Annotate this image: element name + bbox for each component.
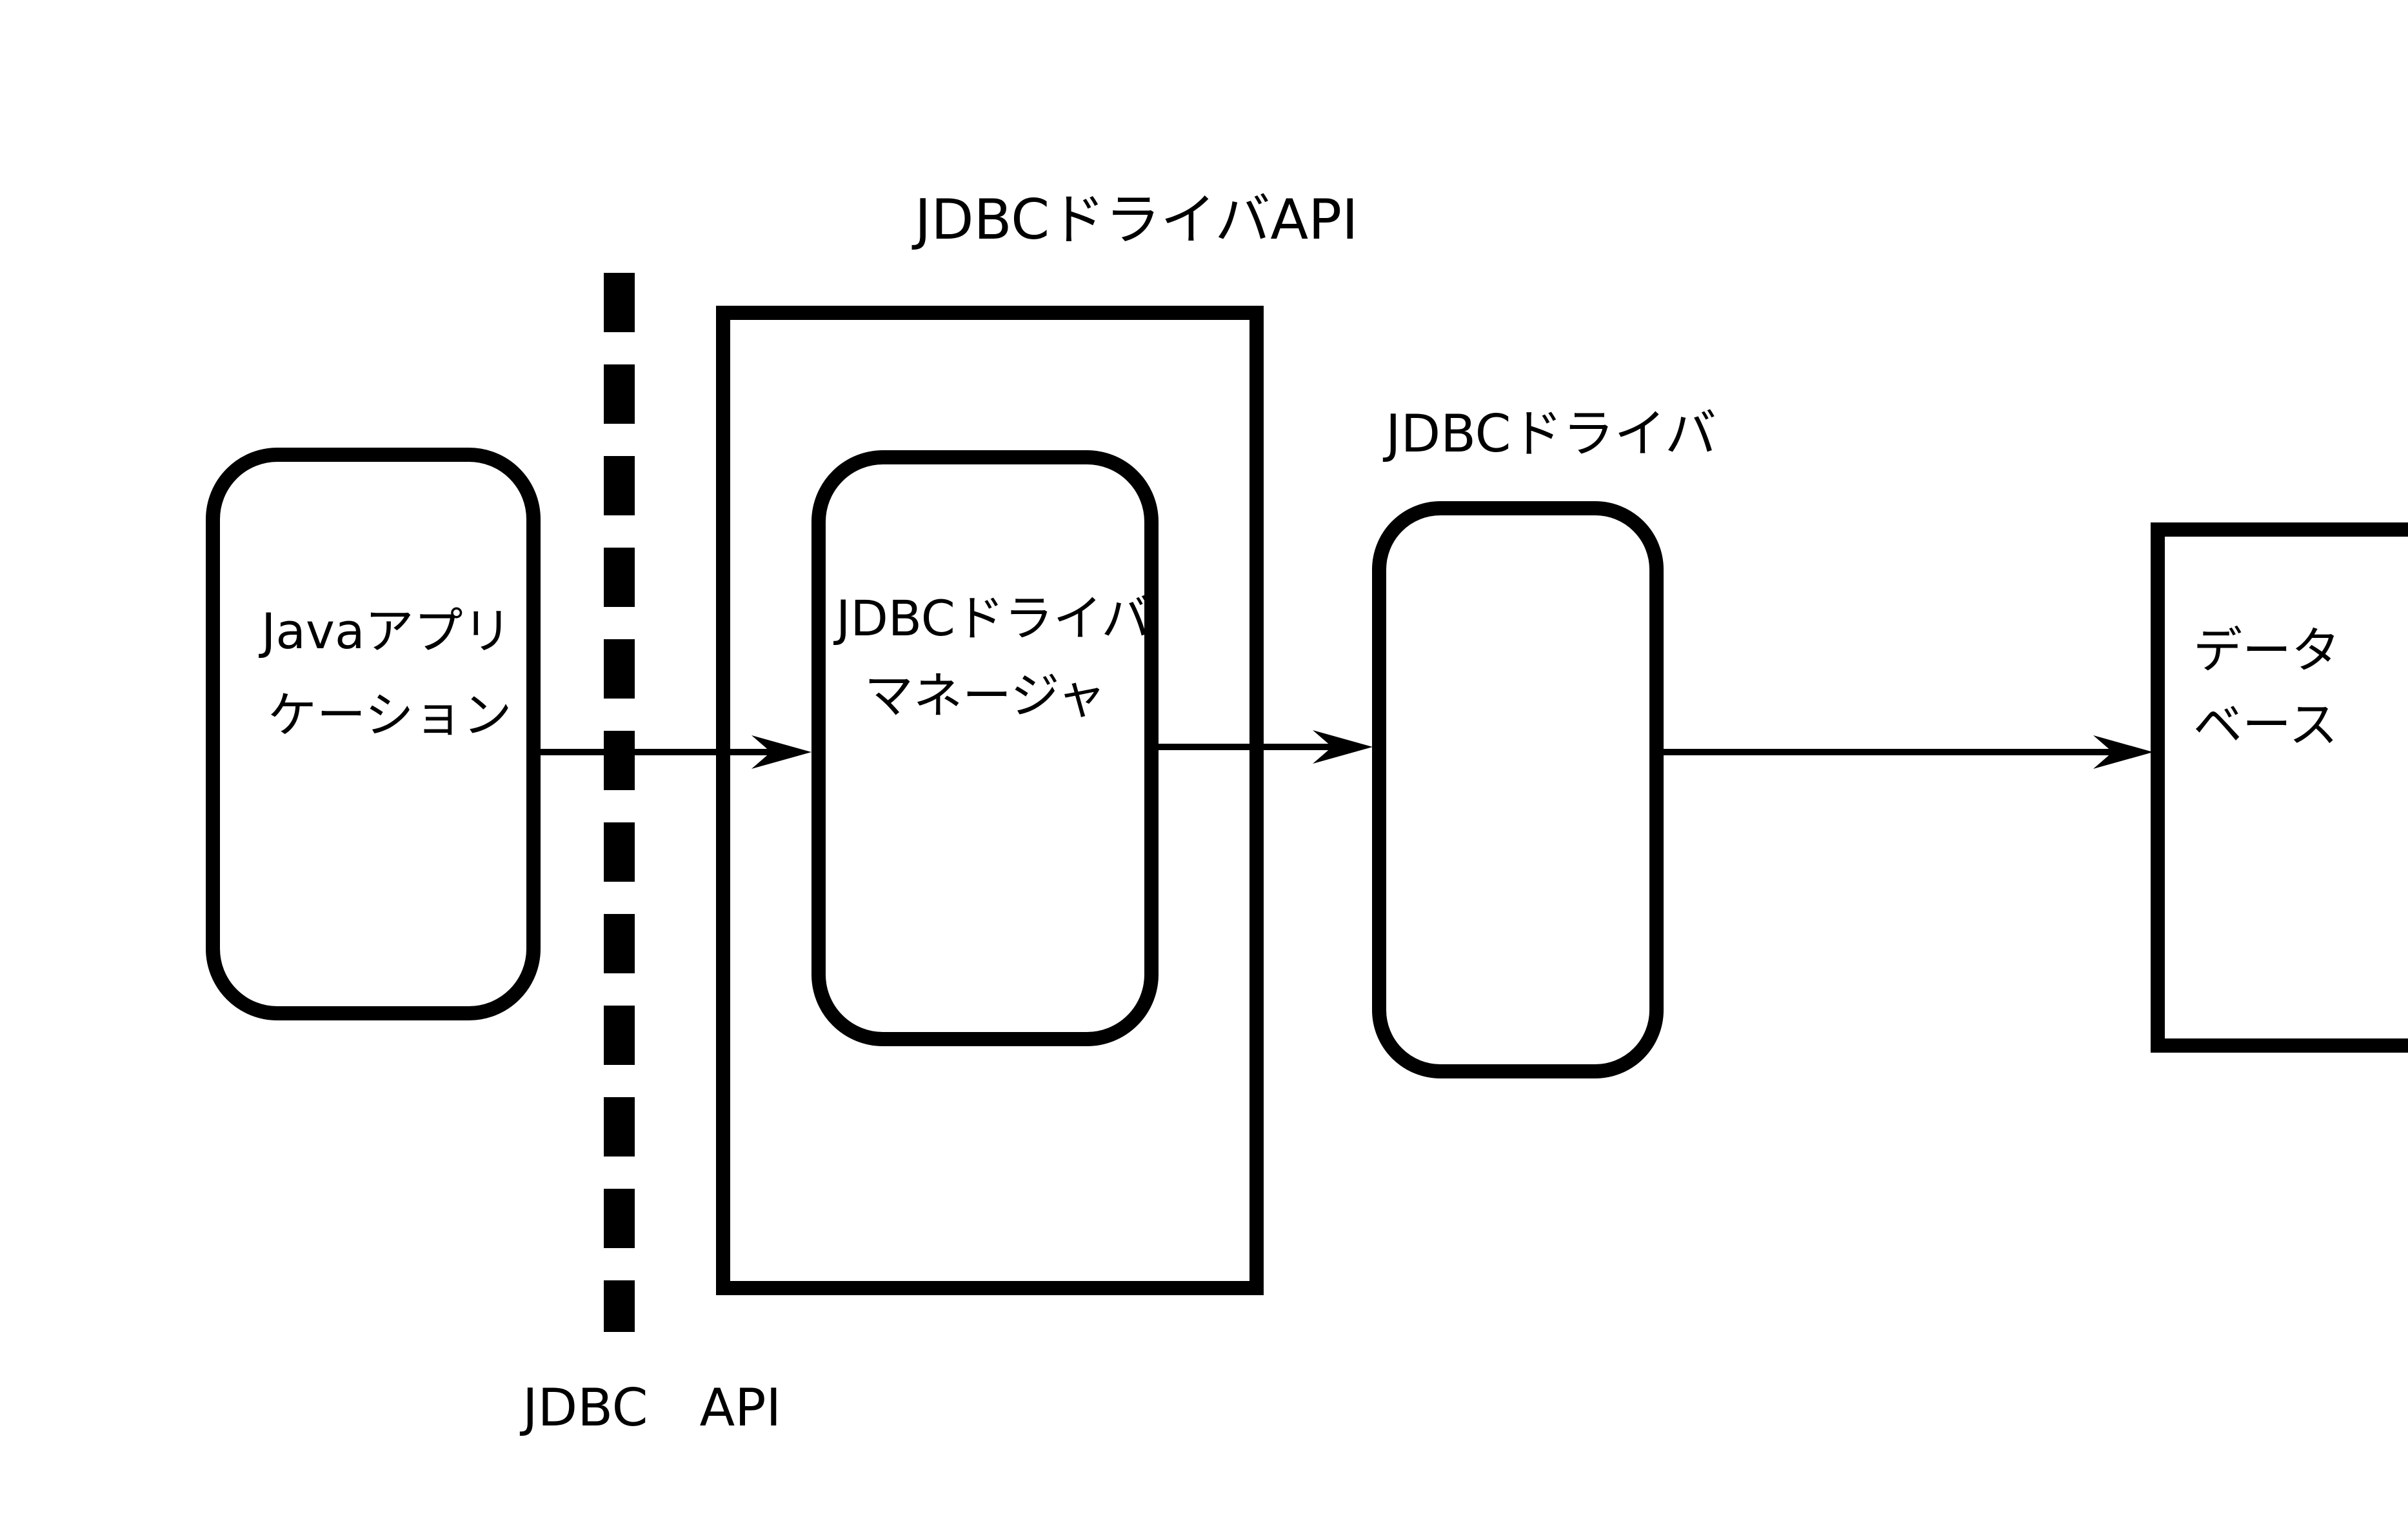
jdbc-api-label: JDBC API <box>519 1378 781 1438</box>
jdbc-driver-box <box>1372 501 1664 1078</box>
database-label-line1: データ <box>2193 622 2340 679</box>
database-label-line2: ベース <box>2193 696 2338 753</box>
arrow-manager-to-driver <box>1151 730 1373 764</box>
jdbc-driver-label: JDBCドライバ <box>1382 404 1716 464</box>
arrow-app-to-manager <box>533 735 811 769</box>
database-box <box>2151 522 2408 1053</box>
java-app-label-line2: ケーション <box>268 686 512 744</box>
java-app-label-line1: Javaアプリ <box>259 602 512 660</box>
driver-manager-box <box>811 450 1159 1046</box>
jdbc-driver-api-box <box>716 306 1264 1295</box>
java-application-box <box>206 448 541 1020</box>
jdbc-driver-api-title: JDBCドライバAPI <box>911 188 1358 252</box>
arrow-driver-to-database <box>1657 735 2153 769</box>
driver-manager-label-line2: マネージャ <box>864 667 1106 724</box>
driver-manager-label-line1: JDBCドライバ <box>833 590 1150 647</box>
